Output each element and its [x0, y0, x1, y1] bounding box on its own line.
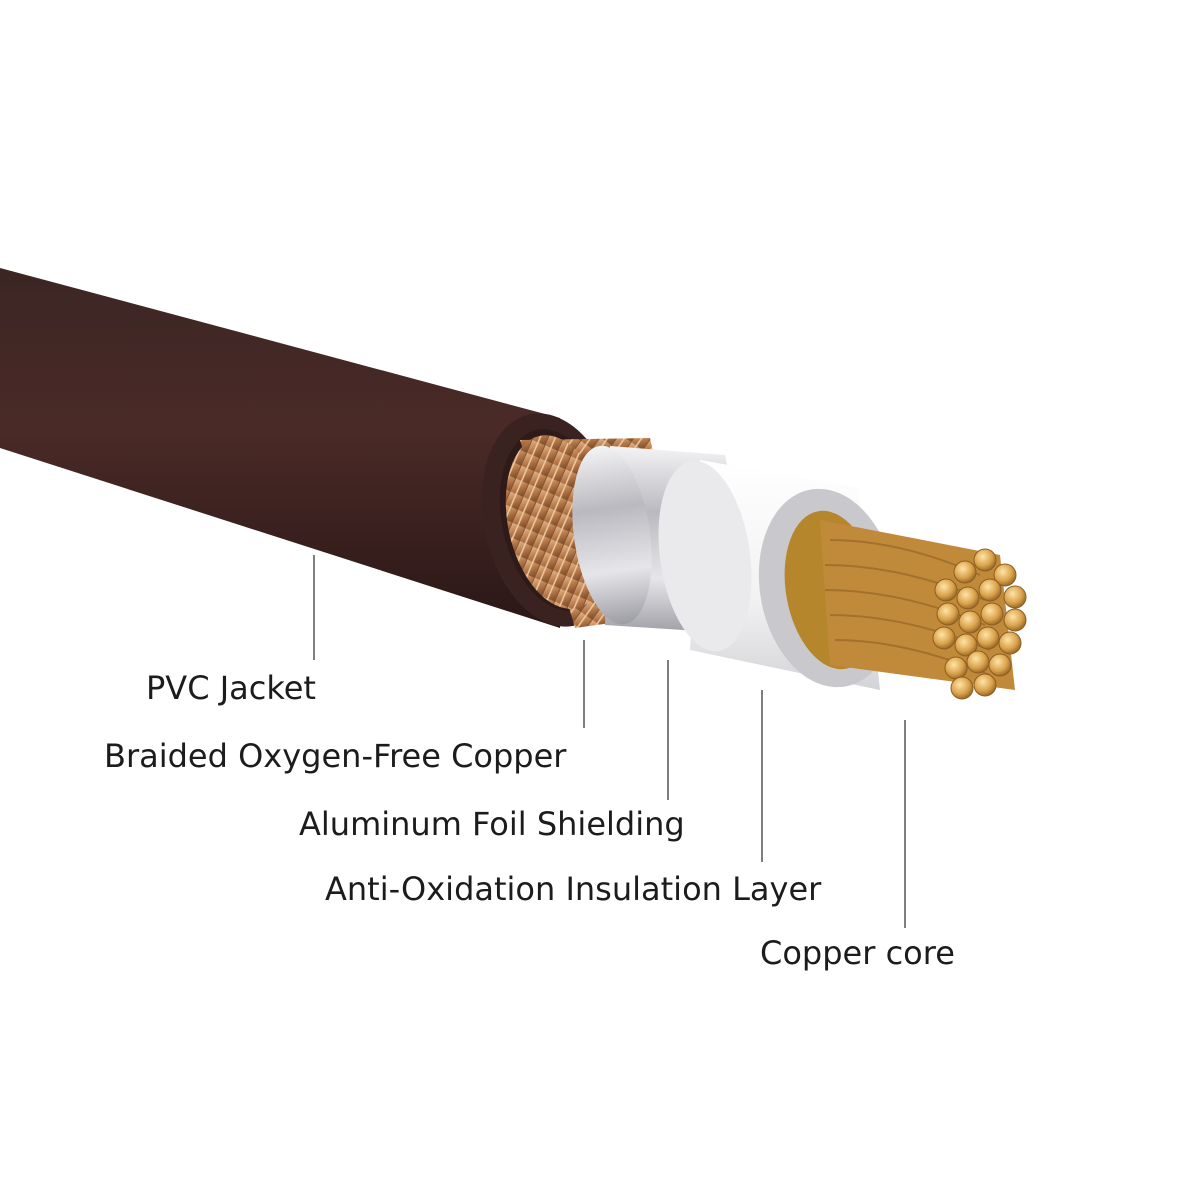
label-copper-core: Copper core [760, 934, 955, 972]
label-aluminum-foil: Aluminum Foil Shielding [299, 805, 685, 843]
copper-core-shape [820, 520, 1027, 700]
label-pvc-jacket: PVC Jacket [146, 669, 316, 707]
label-braided-copper: Braided Oxygen-Free Copper [104, 737, 567, 775]
leader-lines [313, 555, 906, 928]
label-insulation-layer: Anti-Oxidation Insulation Layer [325, 870, 822, 908]
